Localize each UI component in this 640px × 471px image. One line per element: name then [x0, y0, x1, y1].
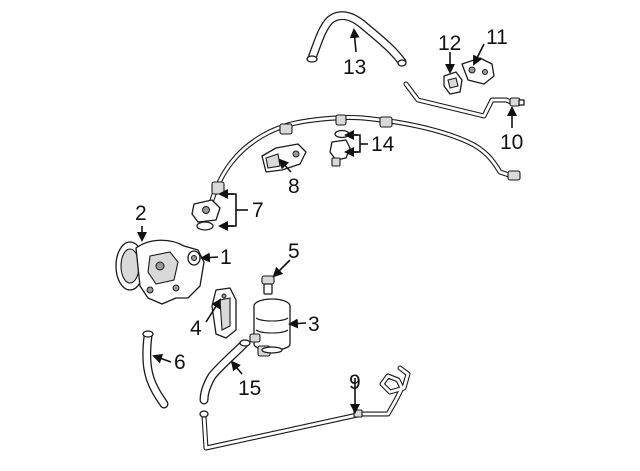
part-8-hose-bracket[interactable] [261, 143, 307, 173]
callout-14: 14 [371, 133, 395, 156]
callout-1: 1 [220, 246, 232, 269]
part-2-power-steering-pump[interactable] [115, 239, 205, 305]
part-3-reservoir[interactable] [249, 298, 291, 357]
callout-3: 3 [308, 313, 320, 336]
part-4-reservoir-bracket[interactable] [211, 287, 237, 339]
part-11-clamp[interactable] [461, 57, 495, 85]
pressure-hose-assembly[interactable] [209, 114, 521, 203]
callout-6: 6 [174, 351, 186, 374]
part-15-cooler-hose[interactable] [199, 339, 251, 405]
part-12-bracket[interactable] [443, 71, 463, 95]
part-7-fitting[interactable] [191, 199, 221, 231]
callout-8: 8 [288, 175, 300, 198]
callout-9: 9 [349, 371, 361, 394]
callout-leaders [137, 28, 517, 414]
part-1-pump-fitting[interactable] [187, 250, 201, 266]
callout-12: 12 [438, 32, 461, 55]
callout-5: 5 [288, 240, 300, 263]
callout-labels: 1 2 3 4 5 6 7 8 9 10 11 12 13 14 15 [135, 26, 523, 400]
part-6-suction-hose[interactable] [142, 330, 169, 409]
part-10-pressure-pipe[interactable] [403, 81, 525, 119]
callout-13: 13 [343, 56, 366, 79]
part-9-cooler-line[interactable] [199, 365, 411, 451]
callout-4: 4 [190, 317, 202, 340]
part-5-reservoir-cap[interactable] [261, 275, 275, 295]
callout-7: 7 [252, 199, 264, 222]
callout-10: 10 [500, 131, 523, 154]
callout-2: 2 [135, 202, 147, 225]
callout-15: 15 [238, 377, 261, 400]
callout-11: 11 [486, 26, 508, 49]
part-14-connector[interactable] [329, 129, 351, 167]
part-13-return-hose[interactable] [306, 11, 407, 67]
